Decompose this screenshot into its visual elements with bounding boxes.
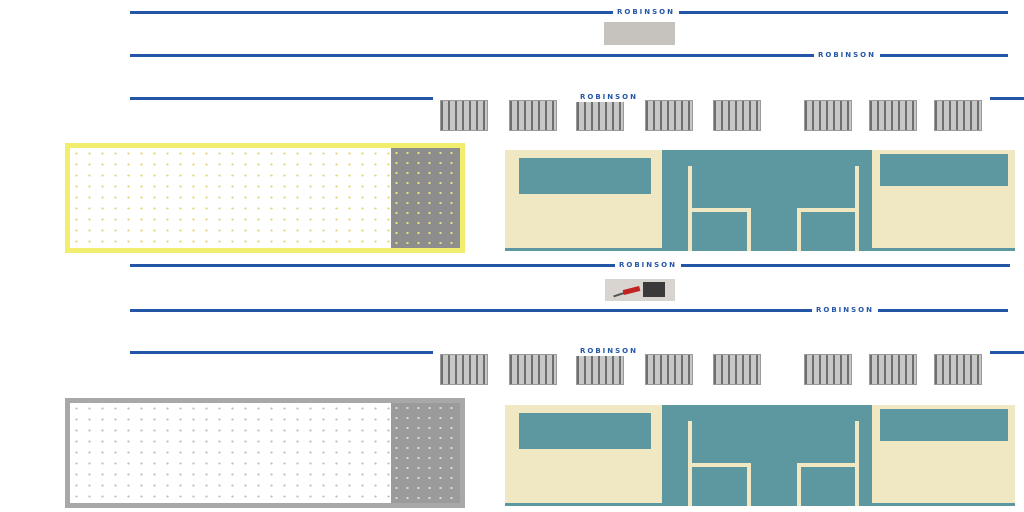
hatch-block bbox=[934, 100, 982, 131]
hatch-block bbox=[576, 354, 624, 385]
hatch-block bbox=[869, 100, 917, 131]
gray-swatch bbox=[604, 22, 675, 45]
robinson-line-2 bbox=[130, 54, 1008, 57]
photo-dark-shape bbox=[643, 282, 665, 297]
robinson-label-5: ROBINSON bbox=[812, 306, 878, 315]
dotted-panel-yellow bbox=[65, 143, 465, 253]
hatch-block bbox=[440, 100, 488, 131]
dotted-subblock bbox=[391, 403, 460, 503]
hatch-block bbox=[804, 354, 852, 385]
dotted-subblock bbox=[391, 148, 460, 248]
cream-block-left bbox=[505, 150, 662, 248]
cream-block-right bbox=[872, 405, 1015, 503]
photo-thumbnail bbox=[605, 279, 675, 301]
hatch-block bbox=[804, 100, 852, 131]
hatch-block bbox=[576, 100, 624, 131]
robinson-line-3-right bbox=[990, 97, 1024, 100]
hatch-block bbox=[934, 354, 982, 385]
hatch-block bbox=[645, 354, 693, 385]
cream-line bbox=[799, 463, 857, 467]
hatch-block bbox=[645, 100, 693, 131]
teal-inset-right bbox=[880, 154, 1008, 186]
hatch-block bbox=[440, 354, 488, 385]
cream-block-left bbox=[505, 405, 662, 503]
robinson-label-6: ROBINSON bbox=[576, 347, 642, 356]
cream-line bbox=[690, 208, 750, 212]
robinson-label-4: ROBINSON bbox=[615, 261, 681, 270]
hatch-block bbox=[509, 354, 557, 385]
robinson-line-5 bbox=[130, 309, 1008, 312]
robinson-label-1: ROBINSON bbox=[613, 8, 679, 17]
robinson-label-2: ROBINSON bbox=[814, 51, 880, 60]
teal-inset-left bbox=[519, 158, 651, 194]
robinson-label-3: ROBINSON bbox=[576, 93, 642, 102]
cream-line bbox=[855, 421, 859, 506]
teal-panel-top bbox=[505, 150, 1015, 251]
cream-line bbox=[797, 463, 801, 506]
robinson-line-1 bbox=[130, 11, 1008, 14]
cream-line bbox=[855, 166, 859, 251]
teal-inset-right bbox=[880, 409, 1008, 441]
robinson-line-4 bbox=[130, 264, 1010, 267]
cream-line bbox=[747, 463, 751, 506]
robinson-line-6-left bbox=[130, 351, 433, 354]
cream-line bbox=[747, 208, 751, 251]
dotted-panel-gray bbox=[65, 398, 465, 508]
cream-line bbox=[690, 463, 750, 467]
photo-red-shape bbox=[622, 286, 641, 295]
teal-inset-left bbox=[519, 413, 651, 449]
hatch-block bbox=[509, 100, 557, 131]
cream-line bbox=[799, 208, 857, 212]
cream-line bbox=[797, 208, 801, 251]
hatch-block bbox=[869, 354, 917, 385]
hatch-block bbox=[713, 100, 761, 131]
cream-block-right bbox=[872, 150, 1015, 248]
robinson-line-6-right bbox=[990, 351, 1024, 354]
hatch-block bbox=[713, 354, 761, 385]
robinson-line-3-left bbox=[130, 97, 433, 100]
teal-panel-bottom bbox=[505, 405, 1015, 506]
